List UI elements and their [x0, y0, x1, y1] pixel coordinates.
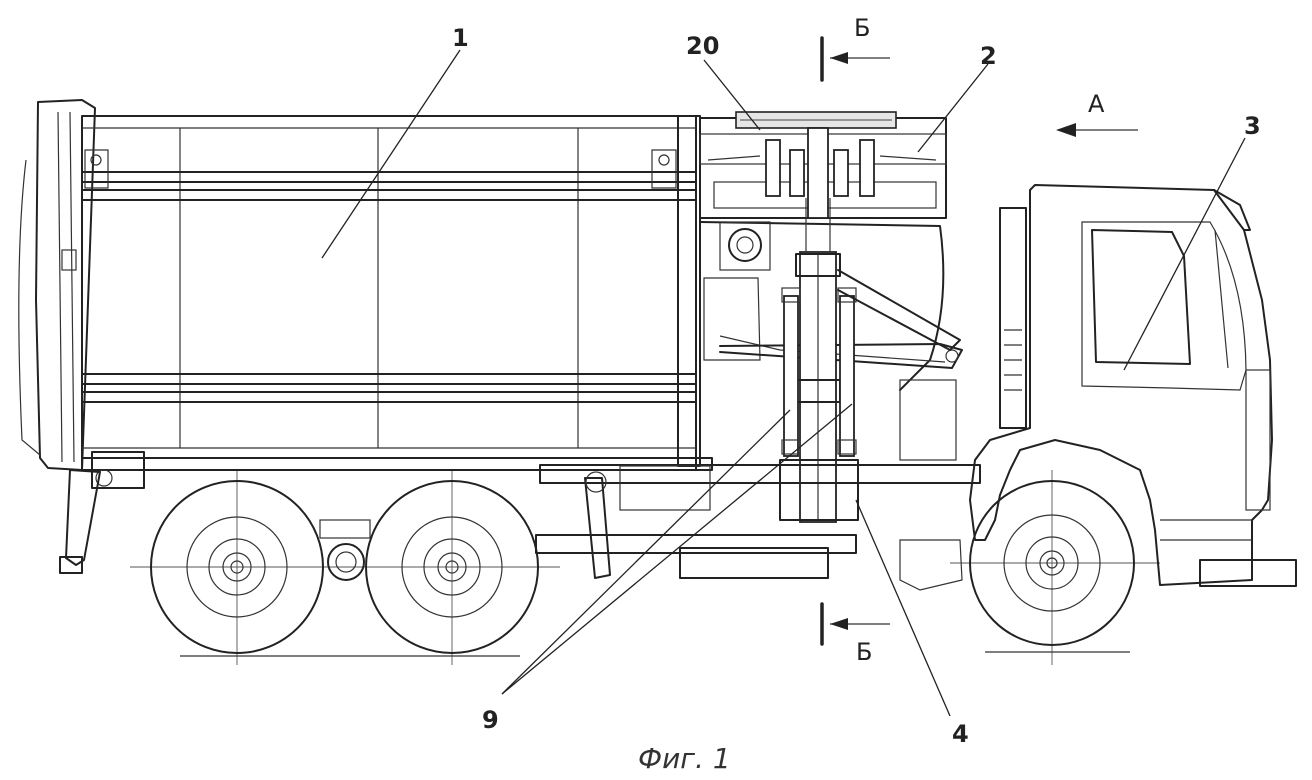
callout-4: 4 [952, 720, 969, 748]
view-letter: А [1088, 90, 1105, 118]
figure-caption: Фиг. 1 [638, 742, 731, 775]
view-arrow: А [1056, 90, 1138, 137]
section-mark-bottom: Б [822, 604, 890, 666]
callout-3: 3 [1244, 112, 1261, 140]
truck-cab [970, 185, 1296, 586]
callout-2: 2 [980, 42, 997, 70]
lift-mast [780, 198, 960, 522]
section-letter-bottom: Б [856, 638, 872, 666]
callout-20: 20 [686, 32, 719, 60]
section-letter-top: Б [854, 14, 870, 42]
section-mark-top: Б [822, 14, 890, 80]
callout-9: 9 [482, 706, 499, 734]
refuse-body [19, 100, 712, 488]
wheel-centerlines [130, 470, 1160, 665]
callout-1: 1 [452, 24, 469, 52]
